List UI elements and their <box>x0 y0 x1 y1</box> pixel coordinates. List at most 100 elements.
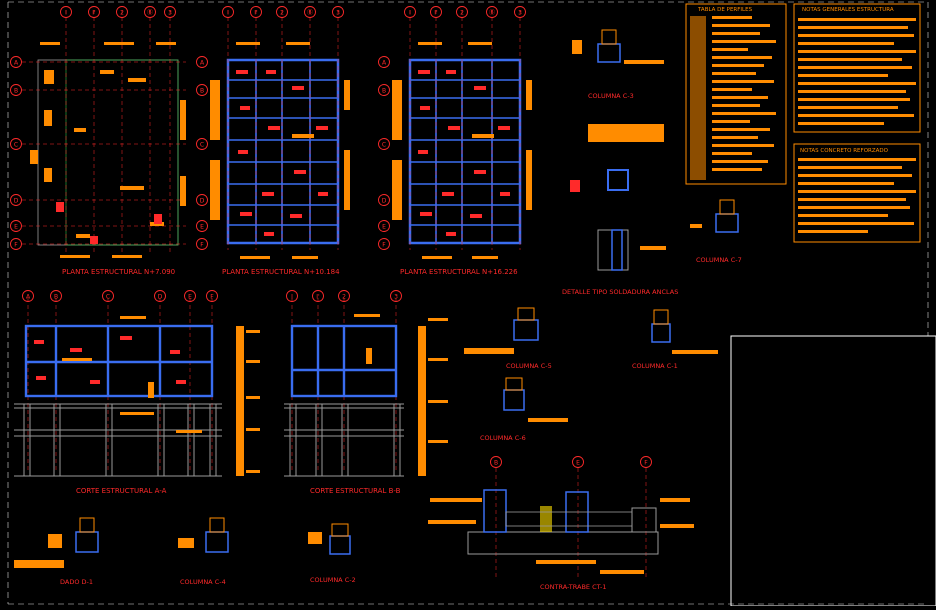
detail-column-c3 <box>572 29 664 64</box>
bb-axis-1-label: I' <box>316 293 320 300</box>
plan2-axis-4-label: 3 <box>336 9 340 16</box>
notes-concrete-title: NOTAS CONCRETO REFORZADO <box>800 148 889 154</box>
plan-n10184 <box>210 10 350 259</box>
plan1-axis-4-bubble <box>164 6 176 18</box>
notes-table-perfiles <box>685 3 787 185</box>
plan1-axis-2-bubble <box>116 6 128 18</box>
plan-n16226 <box>392 10 532 259</box>
detail-column-c7 <box>690 199 739 233</box>
bb-axis-2-bubble <box>338 290 350 302</box>
notes-general-title: NOTAS GENERALES ESTRUCTURA <box>802 7 894 13</box>
detail-weld-box <box>570 124 666 271</box>
detail-column-c5 <box>464 307 539 354</box>
plan1-axis-0-label: I <box>65 9 67 16</box>
plan2-row-0-bubble <box>196 56 208 68</box>
c1-title: COLUMNA C-1 <box>632 362 678 370</box>
aa-axis-0-label: A <box>26 293 31 300</box>
aa-axis-5-bubble <box>206 290 218 302</box>
plan1-row-1-bubble <box>10 84 22 96</box>
plan3-axis-0-bubble <box>404 6 416 18</box>
plan2-axis-1-label: I' <box>254 9 258 16</box>
section-bb <box>284 298 448 477</box>
plan-n7090 <box>22 10 186 258</box>
plan3-row-0-label: A <box>382 59 387 66</box>
c7-title: COLUMNA C-7 <box>696 256 742 264</box>
ct1-axis-2-bubble <box>640 456 652 468</box>
plan1-axis-2-label: 2 <box>120 9 124 16</box>
detail-column-c4 <box>178 517 229 553</box>
plan2-axis-2-bubble <box>276 6 288 18</box>
plan2-row-0-label: A <box>200 59 205 66</box>
plan1-axis-3-label: Ⓑ <box>147 8 153 16</box>
plan3-axis-2-label: 2 <box>460 9 464 16</box>
table-perfiles-title: TABLA DE PERFILES <box>697 7 753 13</box>
aa-axis-4-bubble <box>184 290 196 302</box>
plan2-row-3-bubble <box>196 194 208 206</box>
detail-column-c6 <box>503 377 568 422</box>
plan3-row-0-bubble <box>378 56 390 68</box>
aa-axis-3-bubble <box>154 290 166 302</box>
ct1-axis-1-label: E <box>576 459 580 466</box>
plan1-row-2-label: C <box>14 141 18 148</box>
section-aa-title: CORTE ESTRUCTURAL A-A <box>76 487 167 495</box>
c3-title: COLUMNA C-3 <box>588 92 634 100</box>
ct1-axis-1-bubble <box>572 456 584 468</box>
plan1-row-2-bubble <box>10 138 22 150</box>
plan2-axis-0-label: I <box>227 9 229 16</box>
plan3-axis-4-bubble <box>514 6 526 18</box>
plan2-row-4-label: E <box>200 223 204 230</box>
plan3-row-4-bubble <box>378 220 390 232</box>
aa-axis-1-label: B <box>54 293 58 300</box>
notes-general <box>793 3 921 133</box>
plan2-row-2-label: C <box>200 141 204 148</box>
plan2-row-3-label: D <box>200 197 205 204</box>
plan2-row-1-label: B <box>200 87 204 94</box>
ct1-title: CONTRA-TRABE CT-1 <box>540 583 607 591</box>
ct1-axis-0-bubble <box>490 456 502 468</box>
section-bb-axis-bubbles: I I' 2 3 <box>286 290 402 302</box>
aa-axis-1-bubble <box>50 290 62 302</box>
plan3-axis-3-label: Ⓑ <box>489 8 495 16</box>
aa-axis-0-bubble <box>22 290 34 302</box>
plan3-row-1-bubble <box>378 84 390 96</box>
c5-title: COLUMNA C-5 <box>506 362 552 370</box>
plan1-row-5-bubble <box>10 238 22 250</box>
plan1-row-4-bubble <box>10 220 22 232</box>
ct1-axis-2-label: F <box>644 459 648 466</box>
plan1-row-0-bubble <box>10 56 22 68</box>
plan2-axis-0-bubble <box>222 6 234 18</box>
weld-title: DETALLE TIPO SOLDADURA ANCLAS <box>562 288 678 296</box>
plan2-axis-3-label: Ⓑ <box>307 8 313 16</box>
bb-axis-2-label: 2 <box>342 293 346 300</box>
bb-axis-3-bubble <box>390 290 402 302</box>
plan3-axis-4-label: 3 <box>518 9 522 16</box>
aa-axis-4-label: E <box>188 293 192 300</box>
plan1-axis-4-label: 3 <box>168 9 172 16</box>
bb-axis-1-bubble <box>312 290 324 302</box>
c6-title: COLUMNA C-6 <box>480 434 526 442</box>
plan3-axis-1-bubble <box>430 6 442 18</box>
aa-axis-2-bubble <box>102 290 114 302</box>
c2-title: COLUMNA C-2 <box>310 576 356 584</box>
plan3-axis-0-label: I <box>409 9 411 16</box>
plan1-row-5-label: F <box>14 241 18 248</box>
plan1-title: PLANTA ESTRUCTURAL N+7.090 <box>62 268 175 276</box>
section-aa <box>14 298 260 477</box>
aa-axis-5-label: F <box>210 293 214 300</box>
plan3-row-5-label: F <box>382 241 386 248</box>
bb-axis-3-label: 3 <box>394 293 398 300</box>
bb-axis-0-label: I <box>291 293 293 300</box>
plan2-row-1-bubble <box>196 84 208 96</box>
plan1-row-3-label: D <box>14 197 19 204</box>
plan3-row-3-label: D <box>382 197 387 204</box>
detail-contra-trabe-ct1 <box>428 468 694 580</box>
aa-axis-3-label: D <box>158 293 163 300</box>
plan1-axis-1-bubble <box>88 6 100 18</box>
plan1-row-1-label: B <box>14 87 18 94</box>
plan2-row-2-bubble <box>196 138 208 150</box>
